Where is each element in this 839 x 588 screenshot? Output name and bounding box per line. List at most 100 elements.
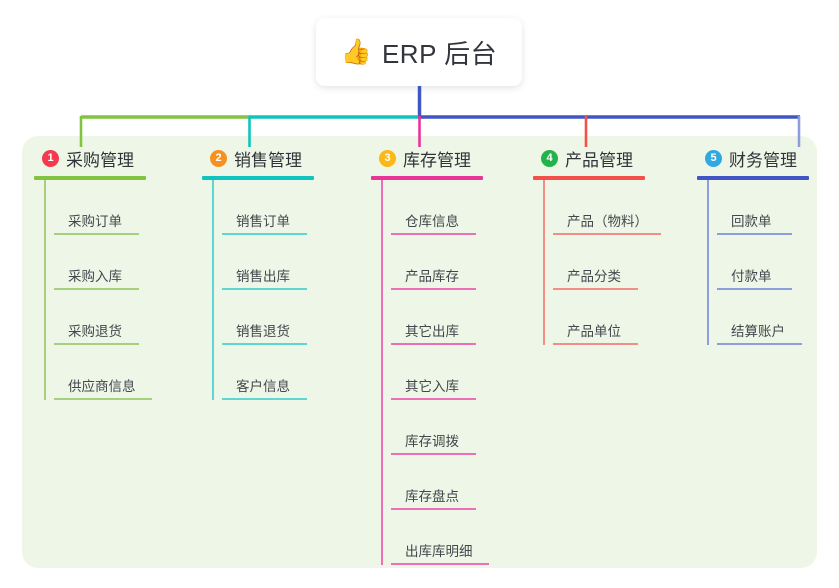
list-item[interactable]: 其它出库	[381, 290, 521, 345]
list-item-label: 销售订单	[236, 214, 290, 229]
list-item-rule	[391, 508, 476, 510]
branch-header-4[interactable]: 4 产品管理	[533, 146, 693, 170]
list-item-rule	[391, 563, 489, 565]
branch-items-1: 采购订单 采购入库 采购退货 供应商信息	[34, 180, 180, 400]
list-item-label: 采购退货	[68, 324, 122, 339]
list-item-label: 采购入库	[68, 269, 122, 284]
branch-spine-4	[543, 180, 545, 345]
list-item[interactable]: 仓库信息	[381, 180, 521, 235]
list-item[interactable]: 出库库明细	[381, 510, 521, 565]
list-item[interactable]: 供应商信息	[44, 345, 180, 400]
list-item[interactable]: 库存调拨	[381, 400, 521, 455]
branch-column-2: 2 销售管理 销售订单 销售出库 销售退货 客户信息	[202, 146, 348, 400]
list-item[interactable]: 销售退货	[212, 290, 348, 345]
branch-badge-1: 1	[42, 149, 59, 167]
branch-spine-3	[381, 180, 383, 565]
list-item-label: 采购订单	[68, 214, 122, 229]
list-item-label: 结算账户	[731, 324, 785, 339]
branch-column-5: 5 财务管理 回款单 付款单 结算账户	[697, 146, 839, 345]
list-item-label: 销售退货	[236, 324, 290, 339]
list-item[interactable]: 产品（物料）	[543, 180, 693, 235]
list-item-rule	[553, 233, 661, 235]
branch-column-4: 4 产品管理 产品（物料） 产品分类 产品单位	[533, 146, 693, 345]
root-node-card[interactable]: 👍 ERP 后台	[316, 18, 522, 86]
branch-items-3: 仓库信息 产品库存 其它出库 其它入库 库存调拨 库存盘点	[371, 180, 521, 565]
branch-rule-5	[697, 176, 809, 180]
list-item[interactable]: 结算账户	[707, 290, 839, 345]
branch-badge-2: 2	[210, 149, 227, 167]
list-item-rule	[717, 288, 792, 290]
branch-header-5[interactable]: 5 财务管理	[697, 146, 839, 170]
branch-header-3[interactable]: 3 库存管理	[371, 146, 521, 170]
list-item[interactable]: 库存盘点	[381, 455, 521, 510]
list-item-label: 付款单	[731, 269, 772, 284]
list-item-rule	[391, 398, 476, 400]
list-item[interactable]: 产品库存	[381, 235, 521, 290]
list-item[interactable]: 采购订单	[44, 180, 180, 235]
branch-title-3: 库存管理	[403, 150, 471, 170]
list-item-rule	[391, 453, 476, 455]
list-item-label: 回款单	[731, 214, 772, 229]
list-item-rule	[222, 233, 307, 235]
list-item-label: 产品单位	[567, 324, 621, 339]
branch-rule-3	[371, 176, 483, 180]
list-item[interactable]: 客户信息	[212, 345, 348, 400]
list-item-label: 其它入库	[405, 379, 459, 394]
list-item-label: 库存调拨	[405, 434, 459, 449]
branch-badge-3: 3	[379, 149, 396, 167]
list-item-label: 产品（物料）	[567, 214, 648, 229]
list-item-rule	[717, 233, 792, 235]
list-item-rule	[222, 288, 307, 290]
list-item[interactable]: 回款单	[707, 180, 839, 235]
list-item[interactable]: 采购入库	[44, 235, 180, 290]
list-item-rule	[391, 343, 476, 345]
branch-title-4: 产品管理	[565, 150, 633, 170]
list-item[interactable]: 付款单	[707, 235, 839, 290]
branch-header-1[interactable]: 1 采购管理	[34, 146, 180, 170]
list-item-rule	[222, 398, 307, 400]
list-item[interactable]: 采购退货	[44, 290, 180, 345]
list-item-label: 仓库信息	[405, 214, 459, 229]
list-item-rule	[553, 343, 638, 345]
branch-spine-2	[212, 180, 214, 400]
branch-badge-5: 5	[705, 149, 722, 167]
branch-rule-2	[202, 176, 314, 180]
list-item-rule	[553, 288, 638, 290]
branch-spine-5	[707, 180, 709, 345]
list-item-rule	[391, 288, 476, 290]
branch-items-2: 销售订单 销售出库 销售退货 客户信息	[202, 180, 348, 400]
list-item-rule	[222, 343, 307, 345]
list-item-label: 产品库存	[405, 269, 459, 284]
thumbs-up-icon: 👍	[340, 37, 372, 66]
branch-items-5: 回款单 付款单 结算账户	[697, 180, 839, 345]
list-item-rule	[54, 233, 139, 235]
root-node-title: ERP 后台	[381, 38, 498, 69]
list-item[interactable]: 其它入库	[381, 345, 521, 400]
list-item-label: 其它出库	[405, 324, 459, 339]
branch-title-1: 采购管理	[66, 150, 134, 170]
list-item-rule	[54, 343, 139, 345]
branch-header-2[interactable]: 2 销售管理	[202, 146, 348, 170]
list-item-rule	[391, 233, 476, 235]
list-item-label: 库存盘点	[405, 489, 459, 504]
content-panel	[22, 136, 817, 568]
list-item-label: 销售出库	[236, 269, 290, 284]
list-item-rule	[717, 343, 802, 345]
branch-rule-4	[533, 176, 645, 180]
list-item[interactable]: 销售出库	[212, 235, 348, 290]
branch-rule-1	[34, 176, 146, 180]
list-item[interactable]: 产品单位	[543, 290, 693, 345]
list-item-label: 供应商信息	[68, 379, 136, 394]
list-item[interactable]: 产品分类	[543, 235, 693, 290]
branch-badge-4: 4	[541, 149, 558, 167]
branch-title-2: 销售管理	[234, 150, 302, 170]
branch-column-1: 1 采购管理 采购订单 采购入库 采购退货 供应商信息	[34, 146, 180, 400]
branch-title-5: 财务管理	[729, 150, 797, 170]
list-item-label: 产品分类	[567, 269, 621, 284]
list-item-rule	[54, 398, 152, 400]
list-item-label: 客户信息	[236, 379, 290, 394]
list-item[interactable]: 销售订单	[212, 180, 348, 235]
branch-spine-1	[44, 180, 46, 400]
list-item-label: 出库库明细	[405, 544, 473, 559]
